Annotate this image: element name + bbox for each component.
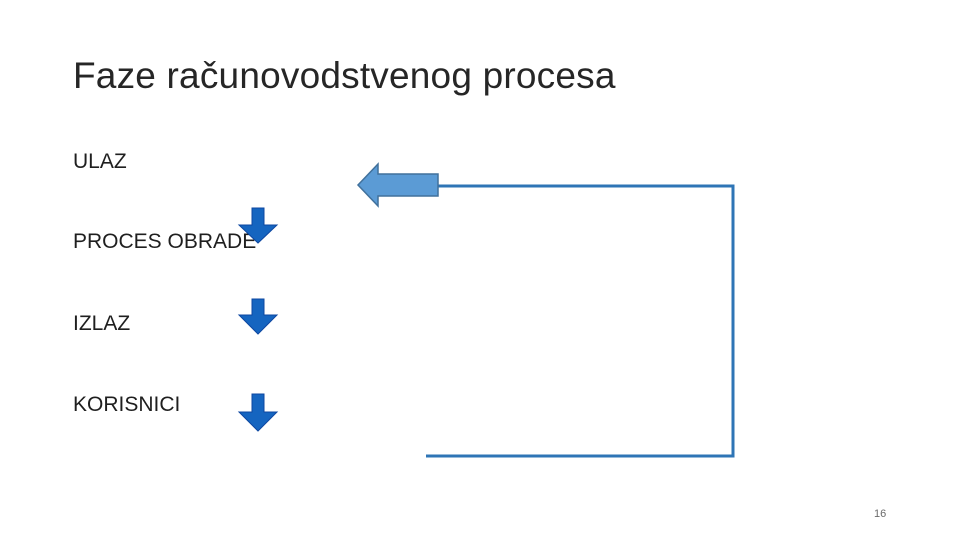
down-arrow-icon xyxy=(237,207,279,244)
down-arrow-icon xyxy=(237,393,279,432)
feedback-loop-line xyxy=(426,184,735,458)
feedback-left-arrow-icon xyxy=(356,162,439,208)
slide-title: Faze računovodstvenog procesa xyxy=(73,55,616,96)
step-izlaz: IZLAZ xyxy=(73,312,131,335)
step-ulaz: ULAZ xyxy=(73,150,127,173)
step-korisnici: KORISNICI xyxy=(73,393,181,416)
down-arrow-icon xyxy=(237,298,279,335)
step-proces-obrade: PROCES OBRADE xyxy=(73,230,257,253)
page-number: 16 xyxy=(874,508,887,520)
